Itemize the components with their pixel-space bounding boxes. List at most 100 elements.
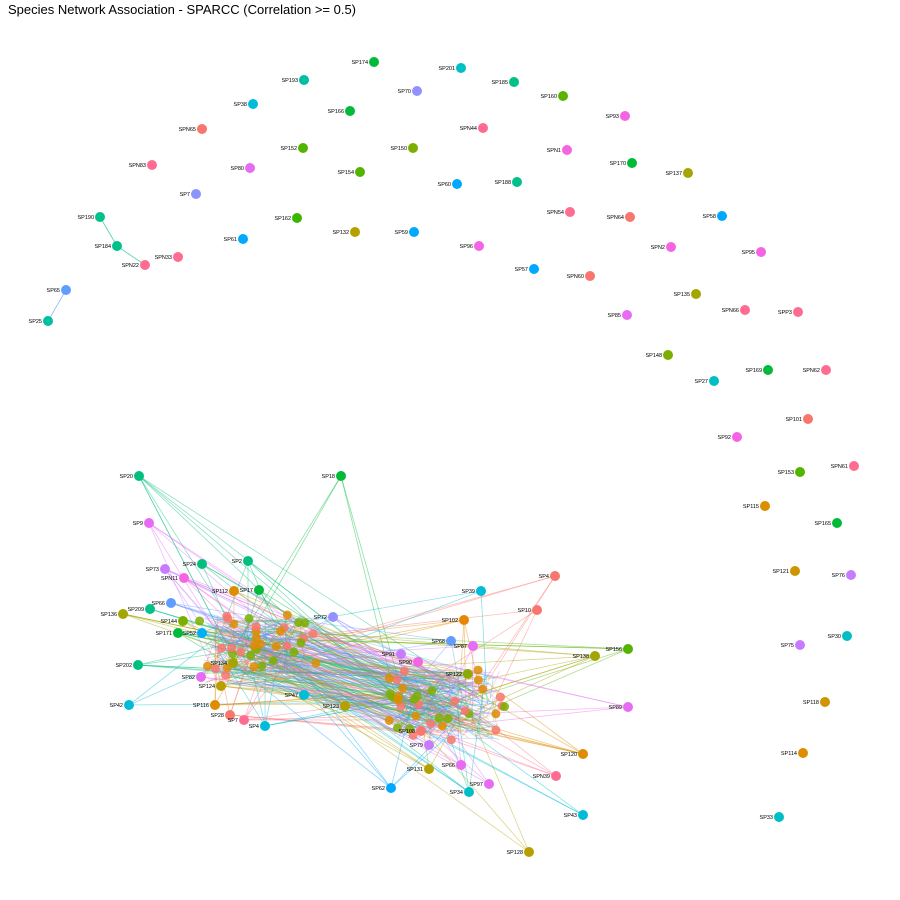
edge-SP9-3 <box>148 522 416 700</box>
node-label-SP190: SP190 <box>77 215 94 221</box>
edge-SP90-3 <box>216 625 419 663</box>
edge-SP66B-3 <box>457 728 462 766</box>
node-label-SP82: SP82 <box>182 675 195 681</box>
edge-SP72-2 <box>332 616 467 728</box>
edge-SP73-1 <box>164 568 259 679</box>
node-SP137 <box>683 168 693 178</box>
node-label-SP135: SP135 <box>673 292 690 298</box>
node-label-SP174: SP174 <box>351 60 368 66</box>
cluster-edge-159 <box>398 673 456 716</box>
cluster-edge-28 <box>256 618 284 677</box>
cluster-node-50 <box>249 662 259 672</box>
cluster-node-28 <box>257 661 267 671</box>
edge-SP68-2 <box>258 640 452 672</box>
cluster-edge-185 <box>421 680 438 722</box>
node-SP34 <box>464 787 474 797</box>
node-SP190 <box>95 212 105 222</box>
edge-SP34-1 <box>302 663 470 793</box>
cluster-edge-294 <box>243 667 256 681</box>
cluster-edge-287 <box>212 645 430 731</box>
node-label-SPN1: SPN1 <box>547 148 561 154</box>
cluster-edge-351 <box>396 672 446 724</box>
cluster-edge-115 <box>203 671 464 674</box>
cluster-edge-374 <box>203 617 399 721</box>
node-SP136 <box>118 609 128 619</box>
cluster-node-11 <box>473 665 483 675</box>
edge-SP34-2 <box>468 678 486 793</box>
cluster-node-41 <box>384 673 394 683</box>
cluster-edge-54 <box>295 667 301 672</box>
edge-SP47-2 <box>303 694 405 700</box>
node-label-SPN61: SPN61 <box>831 464 848 470</box>
node-SP138 <box>590 651 600 661</box>
edge-SP9-2 <box>148 522 268 626</box>
node-SP62 <box>386 783 396 793</box>
cluster-edge-92 <box>209 623 391 729</box>
edge-SPN39-3 <box>253 662 557 777</box>
cluster-edge-98 <box>276 665 310 668</box>
node-SP202 <box>133 660 143 670</box>
node-SP47 <box>299 690 309 700</box>
cluster-edge-49 <box>431 670 490 729</box>
cluster-edge-118 <box>279 675 303 682</box>
node-label-SP153: SP153 <box>777 470 794 476</box>
cluster-node-15 <box>426 719 436 729</box>
node-SPN65 <box>197 124 207 134</box>
node-SP85 <box>622 310 632 320</box>
cluster-edge-205 <box>226 676 463 694</box>
node-SP193 <box>299 75 309 85</box>
node-SP123 <box>340 701 350 711</box>
node-label-SP156: SP156 <box>605 647 622 653</box>
cluster-node-57 <box>450 696 460 706</box>
node-label-SP112: SP112 <box>212 589 228 595</box>
edge-SP62-1 <box>390 692 415 789</box>
node-label-SP101: SP101 <box>785 417 802 423</box>
node-SP82 <box>196 672 206 682</box>
cluster-edge-101 <box>423 678 467 712</box>
cluster-node-62 <box>249 641 259 651</box>
node-label-SP185: SP185 <box>491 80 508 86</box>
cluster-edge-298 <box>257 647 433 713</box>
node-SP201 <box>456 63 466 73</box>
cluster-edge-197 <box>215 641 396 696</box>
cluster-edge-335 <box>404 675 453 734</box>
node-SP7 <box>191 189 201 199</box>
cluster-edge-37 <box>265 621 426 685</box>
node-SP131 <box>424 764 434 774</box>
cluster-edge-109 <box>418 675 451 721</box>
edge-SP134-3 <box>232 653 282 664</box>
cluster-edge-38 <box>220 630 304 643</box>
edge-SP7B-0 <box>243 713 435 721</box>
cluster-node-59 <box>478 684 488 694</box>
cluster-edge-31 <box>465 724 499 733</box>
cluster-edge-59 <box>460 690 497 739</box>
cluster-edge-288 <box>246 648 472 714</box>
edge-SP136-4 <box>122 613 270 645</box>
cluster-edge-366 <box>213 621 219 640</box>
edge-SP73-3 <box>164 568 229 641</box>
edge-SP17-1 <box>258 589 409 683</box>
cluster-edge-352 <box>252 620 298 623</box>
node-label-SPN22: SPN22 <box>122 263 139 269</box>
node-SP66 <box>166 598 176 608</box>
cluster-edge-88 <box>300 652 469 717</box>
cluster-edge-174 <box>255 630 278 666</box>
cluster-edge-155 <box>275 680 399 732</box>
node-label-SP66B: SP66 <box>442 763 455 769</box>
node-label-SP25: SP25 <box>29 319 42 325</box>
edge-SP87-1 <box>219 645 474 662</box>
node-SP170 <box>627 158 637 168</box>
cluster-node-49 <box>427 686 437 696</box>
node-label-SP131: SP131 <box>406 767 423 773</box>
node-SP61 <box>238 234 248 244</box>
edge-SP123-0 <box>268 638 346 707</box>
cluster-edge-237 <box>398 675 468 678</box>
node-label-SP152: SP152 <box>280 146 297 152</box>
node-label-SP160: SP160 <box>540 94 557 100</box>
edge-SP66-4 <box>170 602 288 623</box>
node-SP58 <box>717 211 727 221</box>
edge-SP72-1 <box>253 616 334 660</box>
node-SP28 <box>225 710 235 720</box>
edge-SP122-3 <box>264 622 469 675</box>
node-SP65 <box>61 285 71 295</box>
